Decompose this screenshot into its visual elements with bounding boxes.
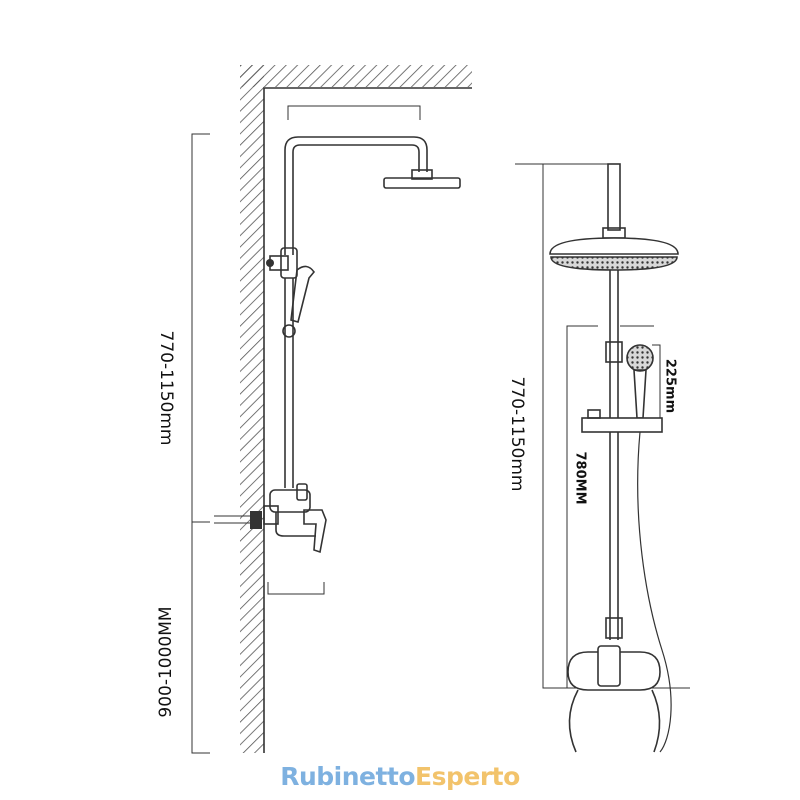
- rail-knob: [282, 324, 296, 338]
- handshower-length-label: 225mm: [663, 359, 678, 413]
- left-side-view: [191, 65, 472, 754]
- top-connector: [607, 163, 621, 231]
- overall-height-dimension: [191, 133, 210, 523]
- wall-hatch-vertical: [240, 65, 264, 753]
- rail-length-label: 780MM: [573, 451, 588, 504]
- rail-length-dimension: [566, 325, 598, 688]
- right-height-label: 770-1150mm: [507, 377, 527, 492]
- left-height-label: 770-1150mm: [156, 331, 176, 446]
- holder-slider: [280, 247, 298, 279]
- lower-clamp: [605, 617, 623, 639]
- rain-shower-head-front: [549, 237, 679, 255]
- rain-shower-head-side: [383, 177, 461, 189]
- hand-shower-side: [290, 265, 316, 323]
- mount-height-dimension: [191, 522, 210, 754]
- brand-part-2: Esperto: [415, 762, 520, 791]
- brand-watermark: RubinettoEsperto: [0, 762, 800, 791]
- upper-clamp: [605, 341, 623, 363]
- thermostatic-mixer-front: [567, 645, 661, 753]
- wall-hatch-ceiling: [240, 65, 472, 87]
- mixer-valve-side: [263, 483, 327, 554]
- shower-hose: [637, 431, 672, 753]
- wall-face-line: [263, 87, 472, 753]
- brand-part-1: Rubinetto: [280, 762, 416, 791]
- hand-shower-handle: [633, 369, 647, 419]
- soap-shelf: [581, 417, 663, 433]
- right-front-view: [515, 163, 690, 753]
- mount-height-label: 900-1000MM: [156, 606, 176, 717]
- riser-pipe-upper: [284, 136, 428, 255]
- hand-shower-head: [626, 344, 654, 372]
- mixer-projection-dimension: [267, 582, 325, 595]
- arm-projection-dimension: [287, 105, 421, 120]
